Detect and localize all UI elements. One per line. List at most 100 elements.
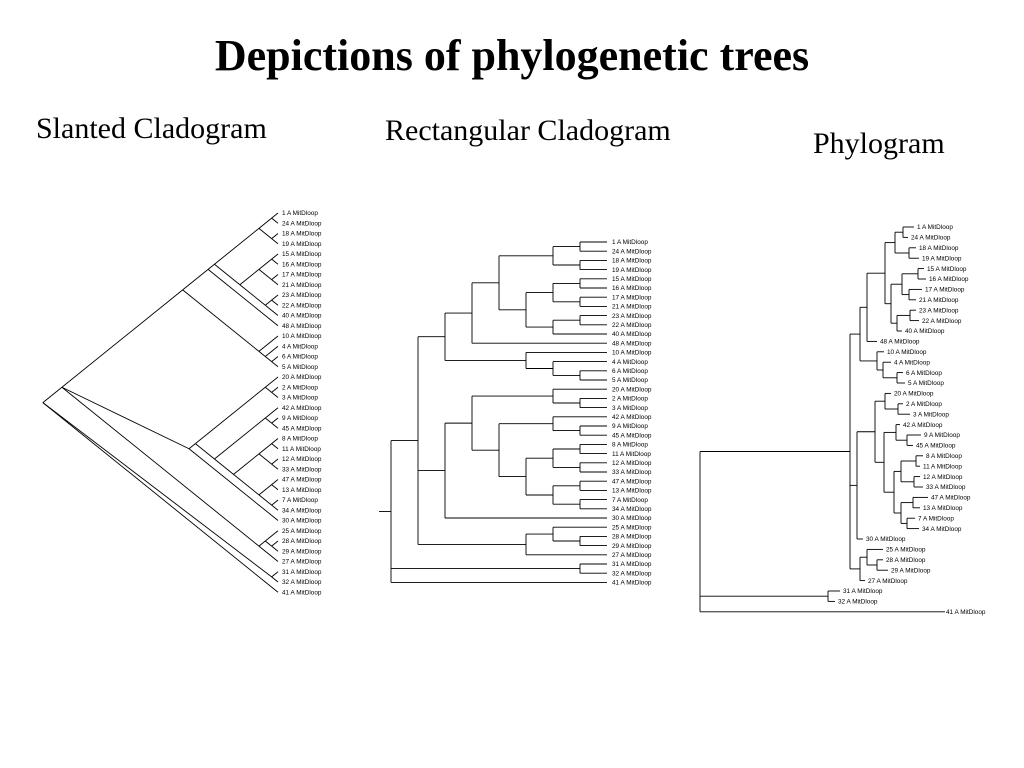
tree-branch [207,269,279,327]
leaf-label: 28 A MitDloop [282,538,322,545]
leaf-label: 9 A MitDloop [924,432,960,439]
tree-branch [265,417,272,424]
tree-branch [182,269,209,291]
tree-branch [258,335,279,352]
tree-branch [195,386,266,444]
leaf-label: 40 A MitDloop [612,331,652,338]
leaf-label: 33 A MitDloop [282,466,322,473]
leaf-label: 19 A MitDloop [922,255,962,262]
leaf-label: 34 A MitDloop [922,526,962,533]
tree-branch [258,258,272,270]
tree-branch [271,458,279,465]
leaf-label: 5 A MitDloop [908,380,944,387]
leaf-label: 32 A MitDloop [282,579,322,586]
tree-branch [271,443,279,450]
phylogram-heading: Phylogram [813,127,945,160]
tree-branch [265,356,272,362]
leaf-label: 30 A MitDloop [866,536,906,543]
tree-branch [271,504,279,511]
leaf-label: 4 A MitDloop [612,359,648,366]
leaf-label: 11 A MitDloop [612,451,651,458]
tree-branch [271,499,279,506]
leaf-label: 5 A MitDloop [612,377,648,384]
tree-branch [271,238,279,245]
leaf-label: 17 A MitDloop [612,294,652,301]
leaf-label: 13 A MitDloop [923,505,963,512]
leaf-label: 34 A MitDloop [612,506,652,513]
tree-branch [271,479,279,485]
tree-branch [214,228,260,265]
leaf-label: 25 A MitDloop [886,547,926,554]
leaf-label: 4 A MitDloop [282,343,318,350]
leaf-label: 7 A MitDloop [612,497,648,504]
tree-branch [188,443,196,450]
leaf-label: 9 A MitDloop [282,415,318,422]
leaf-label: 24 A MitDloop [911,235,951,242]
leaf-label: 2 A MitDloop [282,384,318,391]
leaf-label: 42 A MitDloop [282,405,322,412]
tree-branch [271,438,279,444]
tree-branch [265,530,279,542]
tree-branch [214,417,266,460]
tree-branch [271,279,279,286]
leaf-label: 47 A MitDloop [931,495,971,502]
tree-branch [271,361,279,368]
leaf-label: 48 A MitDloop [282,323,322,330]
tree-branch [265,345,279,357]
leaf-label: 10 A MitDloop [282,333,322,340]
tree-branch [271,386,279,393]
leaf-label: 23 A MitDloop [612,313,652,320]
leaf-label: 16 A MitDloop [282,261,322,268]
tree-branch [271,463,279,470]
tree-branch [258,443,272,455]
tree-branch [271,356,279,362]
tree-branch [265,376,279,388]
leaf-label: 47 A MitDloop [612,478,652,485]
leaf-label: 40 A MitDloop [282,313,322,320]
tree-branch [271,258,279,265]
leaf-label: 45 A MitDloop [612,432,652,439]
leaf-label: 12 A MitDloop [923,474,963,481]
tree-branch [239,269,260,286]
tree-branch [258,540,266,547]
leaf-label: 7 A MitDloop [282,497,318,504]
leaf-label: 17 A MitDloop [925,287,965,294]
leaf-label: 23 A MitDloop [282,292,322,299]
tree-branch [271,571,279,578]
tree-branch [258,453,272,465]
leaf-label: 7 A MitDloop [918,515,954,522]
leaf-label: 32 A MitDloop [838,599,878,606]
tree-branch [271,217,279,224]
leaf-label: 3 A MitDloop [913,411,949,418]
leaf-label: 4 A MitDloop [894,359,930,366]
leaf-label: 18 A MitDloop [612,258,652,265]
leaf-label: 6 A MitDloop [282,354,318,361]
leaf-label: 12 A MitDloop [282,456,322,463]
leaf-label: 33 A MitDloop [612,469,652,476]
tree-branch [61,386,190,450]
tree-branch [271,212,279,219]
tree-branch [271,253,279,260]
leaf-label: 42 A MitDloop [612,414,652,421]
leaf-label: 23 A MitDloop [919,307,959,314]
leaf-label: 31 A MitDloop [282,569,322,576]
leaf-label: 45 A MitDloop [282,425,322,432]
leaf-label: 9 A MitDloop [612,423,648,430]
leaf-label: 45 A MitDloop [916,443,956,450]
leaf-label: 32 A MitDloop [612,570,652,577]
tree-branch [214,263,241,286]
tree-branch [188,448,279,521]
leaf-label: 18 A MitDloop [282,231,322,238]
leaf-label: 2 A MitDloop [612,396,648,403]
leaf-label: 27 A MitDloop [868,578,908,585]
leaf-label: 15 A MitDloop [282,251,322,258]
leaf-label: 13 A MitDloop [282,487,322,494]
tree-branch [271,274,279,280]
tree-branch [258,494,272,506]
leaf-label: 3 A MitDloop [282,395,318,402]
leaf-label: 22 A MitDloop [922,318,962,325]
tree-branch [195,443,215,460]
leaf-label: 8 A MitDloop [926,453,962,460]
leaf-label: 21 A MitDloop [612,304,652,311]
